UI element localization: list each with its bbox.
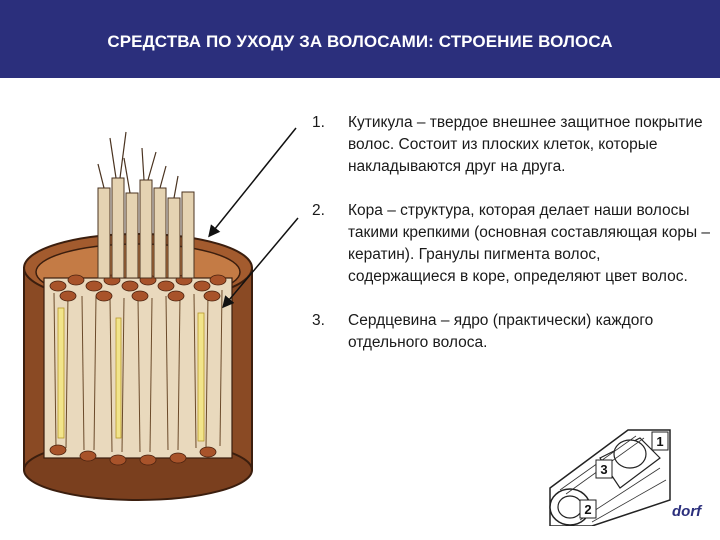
slide-header: СРЕДСТВА ПО УХОДУ ЗА ВОЛОСАМИ: СТРОЕНИЕ … xyxy=(0,0,720,78)
item-text: Сердцевина – ядро (практически) каждого … xyxy=(348,312,653,351)
diagram-label-1: 1 xyxy=(656,434,663,449)
diagram-label-3: 3 xyxy=(600,462,607,477)
list-item: 2. Кора – структура, которая делает наши… xyxy=(312,200,712,288)
hair-cross-section-diagram: 1 3 2 xyxy=(540,408,680,526)
hair-structure-list: 1. Кутикула – твердое внешнее защитное п… xyxy=(312,112,712,376)
item-number: 1. xyxy=(312,112,325,134)
slide-title: СРЕДСТВА ПО УХОДУ ЗА ВОЛОСАМИ: СТРОЕНИЕ … xyxy=(0,32,720,52)
item-number: 3. xyxy=(312,310,325,332)
hair-structure-illustration xyxy=(18,118,258,528)
item-number: 2. xyxy=(312,200,325,222)
brand-logo-text: dorf xyxy=(672,503,701,520)
list-item: 3. Сердцевина – ядро (практически) каждо… xyxy=(312,310,712,354)
item-text: Кора – структура, которая делает наши во… xyxy=(348,202,710,285)
item-text: Кутикула – твердое внешнее защитное покр… xyxy=(348,114,703,175)
diagram-label-2: 2 xyxy=(584,502,591,517)
list-item: 1. Кутикула – твердое внешнее защитное п… xyxy=(312,112,712,178)
